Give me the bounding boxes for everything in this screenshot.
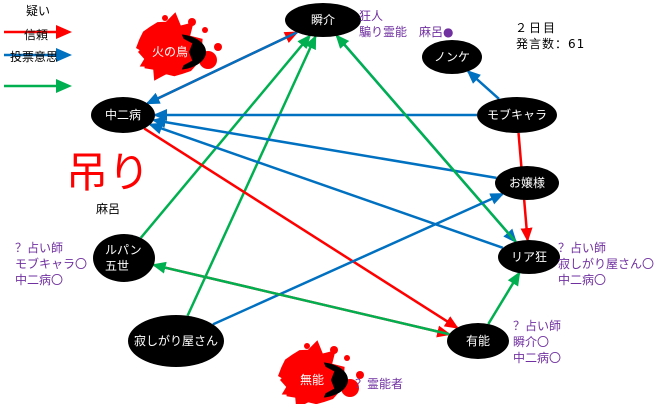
annotation-yuunou: ？占い師 瞬介〇 中二病〇 <box>513 318 561 366</box>
edge-chuunibyou-to-yuunou <box>143 127 459 329</box>
annotation-riakyou: ？占い師 寂しがり屋さん〇 中二病〇 <box>558 240 654 288</box>
node-label-sabishigari: 寂しがり屋さん <box>133 334 219 348</box>
node-label-yuunou: 有能 <box>465 334 491 348</box>
node-label-hinotori: 火の鳥 <box>151 45 189 59</box>
node-label-ojousama: お嬢様 <box>508 176 546 190</box>
node-label-lupin: ルパン五世 <box>105 243 142 273</box>
annotation-line: 狂人 <box>359 9 384 23</box>
node-riakyou[interactable] <box>498 240 560 274</box>
annotation-line: ？占い師 <box>513 319 562 333</box>
edge-lupin-to-shunsuke <box>139 34 311 239</box>
edge-riakyou-to-shunsuke <box>335 34 517 243</box>
annotation-shunsuke: 狂人 騙り霊能 麻呂● <box>359 8 453 40</box>
node-lupin[interactable] <box>93 234 155 282</box>
legend-suspicion-label: 疑い <box>26 4 51 18</box>
legend-vote-label: 投票意思 <box>10 50 59 64</box>
arrowhead-icon <box>56 25 72 39</box>
node-nonke[interactable] <box>422 40 482 74</box>
edge-riakyou-to-chuunibyou <box>148 122 504 250</box>
edge-shunsuke-to-chuunibyou <box>145 31 298 105</box>
annotation-line: 寂しがり屋さん〇 <box>558 257 655 271</box>
annotation-line: 中二病〇 <box>558 273 607 287</box>
node-yuunou[interactable] <box>447 323 509 359</box>
node-mobchara[interactable] <box>477 97 557 133</box>
node-label-shunsuke: 瞬介 <box>310 13 336 27</box>
hanging-label: 吊り <box>66 148 151 197</box>
arrowhead-icon <box>56 79 72 93</box>
day-label: ２日目 <box>515 21 558 35</box>
edge-ojousama-to-chuunibyou <box>151 116 497 180</box>
annotation-line: ？霊能者 <box>355 377 404 391</box>
node-hinotori[interactable] <box>138 27 206 77</box>
hanged-player: 麻呂 <box>96 202 121 216</box>
annotation-munou: ？霊能者 <box>355 376 403 392</box>
node-shunsuke[interactable] <box>285 3 361 37</box>
node-label-mobchara: モブキャラ <box>486 108 548 122</box>
annotation-line: モブキャラ〇 <box>15 257 88 271</box>
node-label-nonke: ノンケ <box>433 50 471 64</box>
annotation-line: 中二病〇 <box>15 273 64 287</box>
edge-yuunou-to-lupin <box>151 261 450 336</box>
edge-sabishigari-to-shunsuke <box>186 34 317 317</box>
edge-mobchara-to-nonke <box>466 70 500 100</box>
edge-yuunou-to-riakyou <box>487 271 521 325</box>
arrowhead-icon <box>56 48 72 62</box>
annotation-line: 瞬介〇 <box>513 335 550 349</box>
node-label-chuunibyou: 中二病 <box>104 108 142 122</box>
node-label-riakyou: リア狂 <box>510 250 548 264</box>
legend-trust-label: 信頼 <box>24 28 49 42</box>
node-munou[interactable] <box>280 355 348 404</box>
annotation-line: 中二病〇 <box>513 351 562 365</box>
post-count: 発言数：61 <box>516 37 586 51</box>
annotation-line: 騙り霊能 麻呂● <box>359 25 454 39</box>
edge-sabishigari-to-ojousama <box>212 192 505 326</box>
annotation-lupin: ？占い師 モブキャラ〇 中二病〇 <box>15 240 87 288</box>
node-chuunibyou[interactable] <box>91 97 155 133</box>
annotation-line: ？占い師 <box>558 241 607 255</box>
node-ojousama[interactable] <box>495 166 559 200</box>
node-sabishigari[interactable] <box>128 315 224 367</box>
node-label-munou: 無能 <box>299 373 325 387</box>
annotation-line: ？占い師 <box>15 241 64 255</box>
